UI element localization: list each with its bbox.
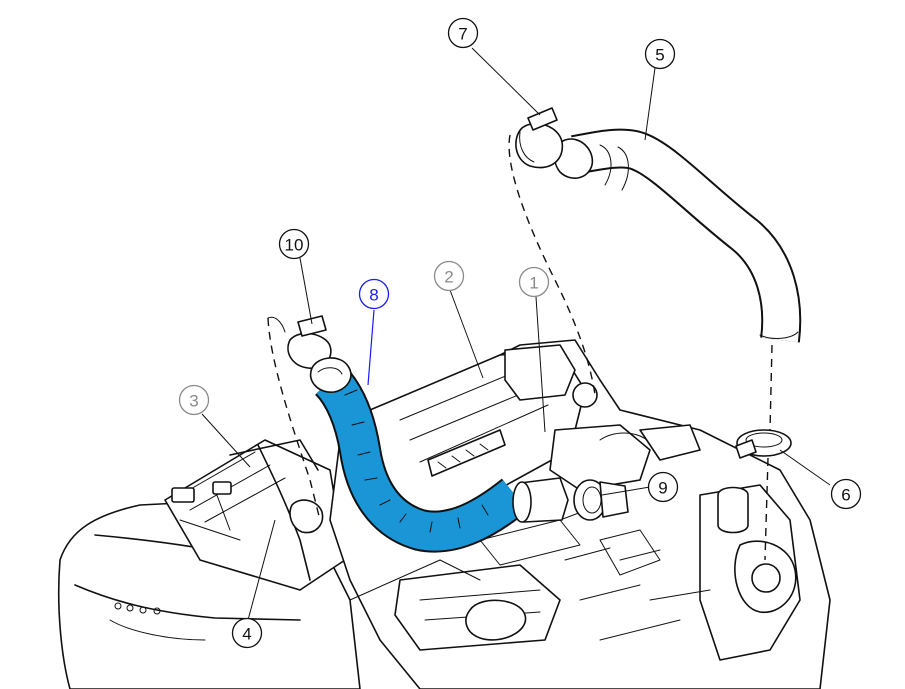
callout-6: 6 bbox=[830, 478, 862, 510]
callout-circle-2 bbox=[433, 260, 465, 292]
callout-label-5: 5 bbox=[655, 46, 664, 65]
callout-label-3: 3 bbox=[189, 392, 198, 411]
callout-circle-9 bbox=[647, 471, 679, 503]
callout-2: 2 bbox=[433, 260, 465, 292]
callout-7: 7 bbox=[447, 17, 479, 49]
callout-4: 4 bbox=[231, 617, 263, 649]
hose-5-lower-dash bbox=[764, 344, 773, 561]
callout-8: 8 bbox=[358, 278, 390, 310]
clamp-7-leader-dash bbox=[508, 134, 596, 396]
callout-circle-3 bbox=[178, 384, 210, 416]
clamp-6-drawing bbox=[735, 429, 792, 459]
callout-circle-5 bbox=[644, 38, 676, 70]
callout-label-9: 9 bbox=[658, 479, 667, 498]
leader-lines bbox=[201, 47, 831, 621]
callout-label-4: 4 bbox=[242, 625, 251, 644]
hose-8-highlight bbox=[309, 357, 529, 553]
clamp-7-drawing bbox=[515, 107, 564, 169]
callout-circle-10 bbox=[278, 228, 310, 260]
callout-1: 1 bbox=[518, 266, 550, 298]
callout-label-2: 2 bbox=[444, 268, 453, 287]
callout-5: 5 bbox=[644, 38, 676, 70]
callout-label-10: 10 bbox=[285, 236, 304, 255]
callout-label-8: 8 bbox=[369, 286, 378, 305]
clamp-10-leader-dash bbox=[267, 317, 321, 521]
hose-5-drawing bbox=[553, 128, 802, 343]
callout-9: 9 bbox=[647, 471, 679, 503]
callout-layer: 1 2 3 4 5 6 7 8 9 10 bbox=[178, 17, 862, 649]
radiator-support-drawing bbox=[164, 439, 346, 591]
callout-circle-7 bbox=[447, 17, 479, 49]
callout-label-7: 7 bbox=[458, 25, 467, 44]
callout-circle-6 bbox=[830, 478, 862, 510]
callout-3: 3 bbox=[178, 384, 210, 416]
callout-circle-8 bbox=[358, 278, 390, 310]
callout-circle-4 bbox=[231, 617, 263, 649]
callout-10: 10 bbox=[278, 228, 310, 260]
callout-label-6: 6 bbox=[841, 486, 850, 505]
fitting-9-drawing bbox=[512, 477, 629, 523]
callout-circle-1 bbox=[518, 266, 550, 298]
callout-label-1: 1 bbox=[529, 274, 538, 293]
